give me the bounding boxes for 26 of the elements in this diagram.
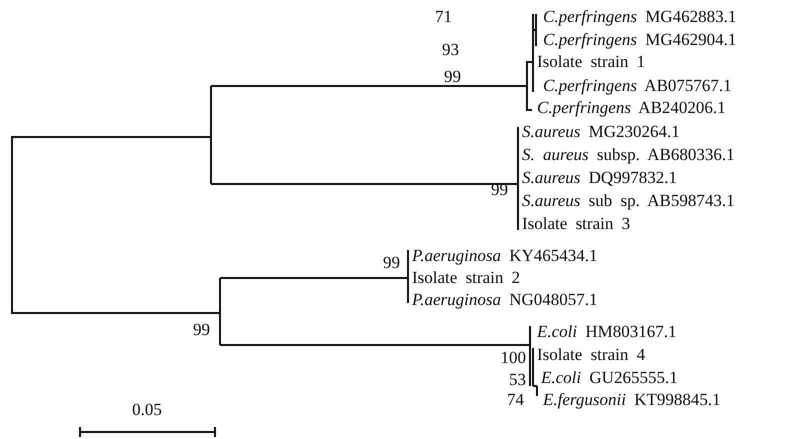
bootstrap-value: 71 bbox=[435, 7, 452, 27]
taxon-label: E.fergusonii KT998845.1 bbox=[543, 390, 721, 410]
taxon-label: C.perfringens AB075767.1 bbox=[543, 76, 732, 96]
scale-value: 0.05 bbox=[132, 400, 162, 420]
taxon-label: E.coli GU265555.1 bbox=[541, 368, 678, 388]
taxon-label: P.aeruginosa KY465434.1 bbox=[412, 246, 598, 266]
bootstrap-value: 99 bbox=[193, 320, 210, 340]
taxon-label: C.perfringens MG462883.1 bbox=[543, 7, 736, 27]
bootstrap-value: 74 bbox=[507, 390, 524, 410]
bootstrap-value: 53 bbox=[509, 370, 526, 390]
taxon-label: S.aureus sub sp. AB598743.1 bbox=[522, 191, 735, 211]
taxon-label: Isolate strain 2 bbox=[412, 268, 520, 288]
taxon-label: S.aureus MG230264.1 bbox=[522, 122, 680, 142]
taxon-label: S.aureus DQ997832.1 bbox=[522, 168, 677, 188]
bootstrap-value: 93 bbox=[442, 40, 459, 60]
bootstrap-value: 100 bbox=[500, 348, 526, 368]
taxon-label: P.aeruginosa NG048057.1 bbox=[412, 290, 598, 310]
taxon-label: Isolate strain 4 bbox=[537, 345, 646, 365]
taxon-label: E.coli HM803167.1 bbox=[537, 322, 677, 342]
taxon-label: Isolate strain 3 bbox=[522, 214, 630, 234]
taxon-label: C.perfringens MG462904.1 bbox=[543, 30, 736, 50]
bootstrap-value: 99 bbox=[383, 253, 400, 273]
taxon-label: S. aureus subsp. AB680336.1 bbox=[522, 145, 735, 165]
taxon-label: Isolate strain 1 bbox=[537, 52, 646, 72]
taxon-label: C.perfringens AB240206.1 bbox=[537, 98, 726, 118]
bootstrap-value: 99 bbox=[444, 67, 461, 87]
